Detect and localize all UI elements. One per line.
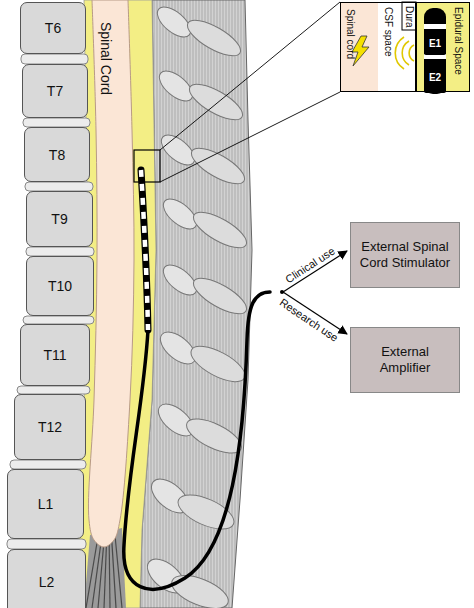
- signal-wave: [395, 37, 404, 69]
- device-box: External Amplifier: [350, 327, 460, 393]
- spinous-process: [189, 205, 252, 254]
- vertebral-body: L2: [7, 549, 86, 608]
- inset-art: [340, 2, 470, 94]
- vertical-label: Spinal Cord: [98, 22, 114, 95]
- disc: [23, 118, 90, 127]
- zoom-inset: Spinal cord CSF space Dura Epidural Space E1…: [340, 2, 470, 92]
- spinous-process: [189, 271, 252, 320]
- posterior-elements: [140, 0, 252, 608]
- node-label: T7: [47, 83, 63, 99]
- node-label: External Spinal Cord Stimulator: [359, 239, 451, 272]
- node-label: T6: [45, 20, 61, 36]
- spinous-process: [187, 141, 250, 190]
- dura-label-box: [402, 2, 416, 30]
- spinous-process: [167, 569, 232, 608]
- vertebral-body: T9: [26, 191, 93, 247]
- node-label: T10: [48, 278, 72, 294]
- electrode-contact: E1: [424, 31, 446, 55]
- electrode-array: [141, 170, 148, 330]
- node-label: T11: [43, 347, 66, 363]
- spinous-process: [185, 77, 248, 126]
- inset-cord: [340, 2, 378, 92]
- disc: [7, 539, 86, 549]
- vertebral-body: T12: [14, 394, 86, 460]
- device-box: External Spinal Cord Stimulator: [350, 222, 460, 288]
- vertebral-body: L1: [7, 469, 84, 539]
- node-label: L2: [39, 574, 55, 590]
- disc: [25, 182, 93, 191]
- vertical-label: CSF space: [383, 7, 394, 56]
- node-label: E2: [429, 72, 441, 83]
- node-label: T8: [49, 147, 65, 163]
- spinal-cord-band: Spinal Cord: [80, 0, 146, 548]
- electrode-body: [424, 8, 446, 94]
- node-label: T12: [38, 419, 62, 435]
- node-label: External Amplifier: [359, 344, 451, 377]
- electrode-contact: E2: [424, 61, 446, 93]
- node-label: L1: [38, 496, 54, 512]
- spinous-process: [186, 339, 250, 388]
- inset-csf: [378, 2, 402, 92]
- node-label: E1: [429, 38, 441, 49]
- inset-dura: [402, 2, 416, 92]
- use-arrow: [283, 251, 347, 292]
- cord-shape: [88, 0, 134, 547]
- vertebral-body: T10: [26, 256, 94, 316]
- lead-cable: [124, 292, 270, 589]
- branch-point: [280, 290, 284, 294]
- electrode-contacts: [141, 170, 148, 330]
- vertebral-body: T7: [22, 64, 88, 118]
- arrow-label: Clinical use: [283, 245, 337, 286]
- arrow-label: Research use: [278, 296, 341, 344]
- intervertebral-discs: [7, 54, 94, 549]
- disc: [21, 54, 88, 64]
- signal-wave: [402, 41, 409, 65]
- spinous-process: [173, 488, 238, 536]
- signal-wave: [409, 45, 414, 61]
- spinous-process: [183, 13, 246, 62]
- disc: [26, 247, 94, 256]
- disc: [10, 460, 86, 469]
- node-label: T9: [51, 211, 67, 227]
- use-arrow: [283, 292, 347, 334]
- vertical-label: Spinal cord: [345, 9, 356, 59]
- vertebral-body: T8: [24, 127, 90, 182]
- vertical-label: Epidural Space: [453, 7, 464, 75]
- spinous-process: [182, 412, 246, 460]
- zoom-line: [160, 2, 340, 150]
- vertebral-body: T6: [20, 2, 86, 54]
- zoom-box: [134, 150, 160, 182]
- zoom-line: [160, 92, 340, 182]
- vertical-label: Dura: [404, 6, 415, 28]
- disc: [17, 386, 90, 394]
- electrode-insulator: [424, 24, 446, 29]
- spinous-processes: [167, 13, 251, 608]
- vertebral-body: T11: [20, 324, 90, 386]
- disc: [23, 316, 94, 324]
